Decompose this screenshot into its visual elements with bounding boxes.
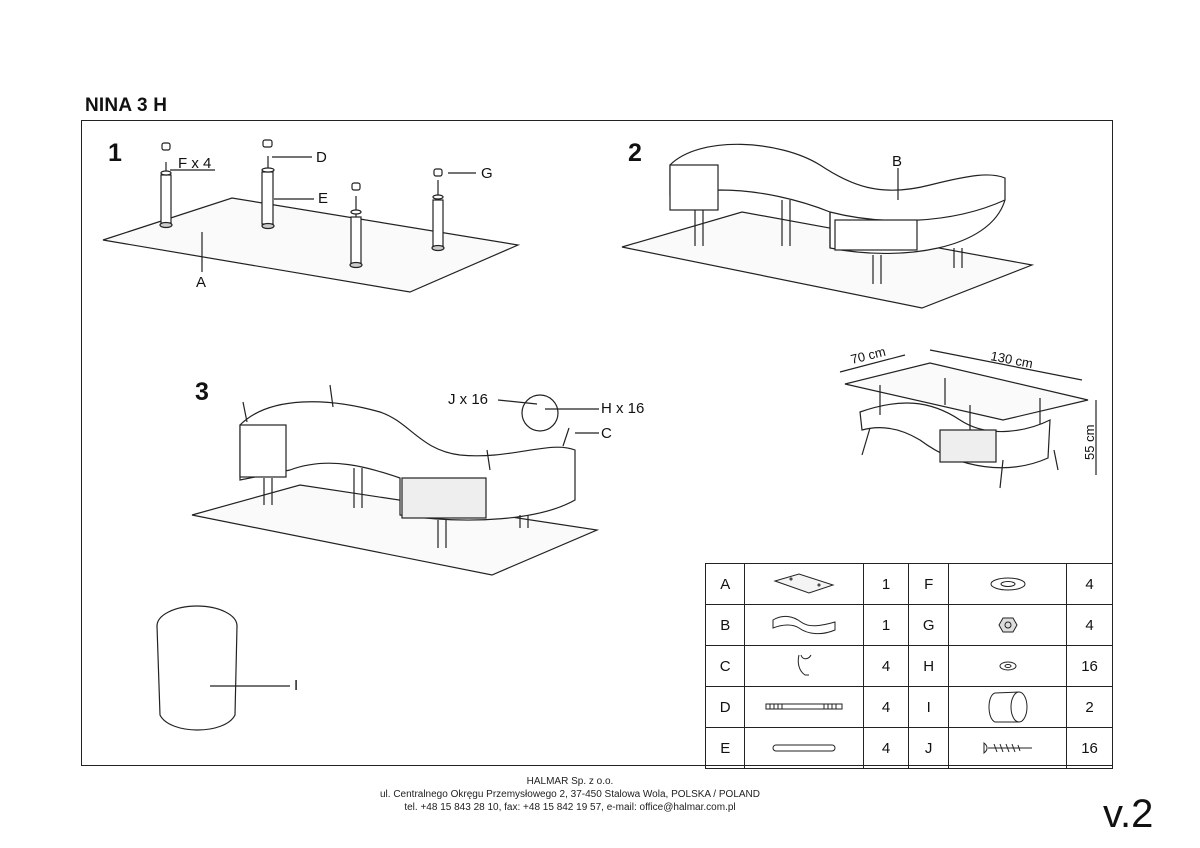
- callout-g: G: [481, 165, 493, 182]
- callout-b: B: [892, 153, 902, 170]
- step-2-illustration: 2 B: [621, 139, 1035, 309]
- leg-2: [261, 139, 275, 230]
- part-letter: H: [908, 645, 949, 687]
- instruction-frame: [81, 120, 1113, 766]
- part-quantity: 4: [1066, 563, 1113, 605]
- part-quantity: 2: [1066, 686, 1113, 728]
- small-washer-icon: [947, 645, 1068, 687]
- part-letter: A: [704, 563, 746, 605]
- nut-icon: [947, 604, 1068, 646]
- step-1-number: 1: [108, 139, 122, 167]
- step-3-s-frame: [239, 401, 576, 521]
- dimension-depth: 70 cm: [849, 344, 887, 367]
- dimension-width: 130 cm: [989, 348, 1034, 371]
- part-letter: F: [908, 563, 949, 605]
- callout-e: E: [318, 190, 328, 207]
- dimension-height: 55 cm: [1082, 425, 1097, 460]
- screw-icon: [947, 727, 1068, 769]
- bracket-hook-icon: [744, 645, 864, 687]
- part-letter: E: [704, 727, 746, 769]
- ottoman-icon: [947, 686, 1068, 728]
- callout-i: I: [294, 677, 298, 694]
- callout-f: F x 4: [178, 155, 211, 172]
- part-quantity: 4: [1066, 604, 1113, 646]
- s-frame-b: [669, 143, 1006, 255]
- dimension-view: 70 cm 130 cm 55 cm: [839, 344, 1097, 489]
- footer-address: ul. Centralnego Okręgu Przemysłowego 2, …: [379, 789, 760, 800]
- part-quantity: 16: [1066, 645, 1113, 687]
- step-3-illustration: 3 J x 16 H x 16 C: [191, 378, 644, 576]
- glass-top-icon: [744, 563, 864, 605]
- part-quantity: 16: [1066, 727, 1113, 769]
- part-letter: J: [908, 727, 949, 769]
- part-letter: G: [908, 604, 949, 646]
- callout-h: H x 16: [601, 400, 644, 417]
- part-quantity: 4: [862, 727, 910, 769]
- ring-washer-icon: [947, 563, 1068, 605]
- s-frame-icon: [744, 604, 864, 646]
- step-2-number: 2: [628, 139, 642, 167]
- part-letter: I: [908, 686, 949, 728]
- step-3-number: 3: [195, 378, 209, 406]
- glass-top-a: [102, 197, 521, 293]
- assembled-glass-top: [844, 362, 1089, 421]
- part-quantity: 1: [862, 563, 910, 605]
- callout-c: C: [601, 425, 612, 442]
- part-letter: B: [704, 604, 746, 646]
- footer-contact: tel. +48 15 843 28 10, fax: +48 15 842 1…: [404, 802, 736, 813]
- tube-icon: [744, 727, 864, 769]
- glass-base: [621, 211, 1035, 309]
- part-quantity: 4: [862, 686, 910, 728]
- part-quantity: 4: [862, 645, 910, 687]
- ottoman-illustration: I: [156, 605, 298, 731]
- part-letter: D: [704, 686, 746, 728]
- leg-3: [349, 182, 363, 269]
- step-1-illustration: 1: [102, 139, 521, 293]
- leg-4: [431, 168, 445, 252]
- callout-j: J x 16: [448, 391, 488, 408]
- version-label: v.2: [1103, 792, 1154, 836]
- callout-a: A: [196, 274, 206, 291]
- part-letter: C: [704, 645, 746, 687]
- footer: HALMAR Sp. z o.o. ul. Centralnego Okręgu…: [0, 775, 1140, 814]
- leg-1: [159, 142, 173, 229]
- footer-company: HALMAR Sp. z o.o.: [526, 776, 614, 787]
- document-title: NINA 3 H: [85, 95, 168, 116]
- callout-d: D: [316, 149, 327, 166]
- threaded-rod-icon: [744, 686, 864, 728]
- part-quantity: 1: [862, 604, 910, 646]
